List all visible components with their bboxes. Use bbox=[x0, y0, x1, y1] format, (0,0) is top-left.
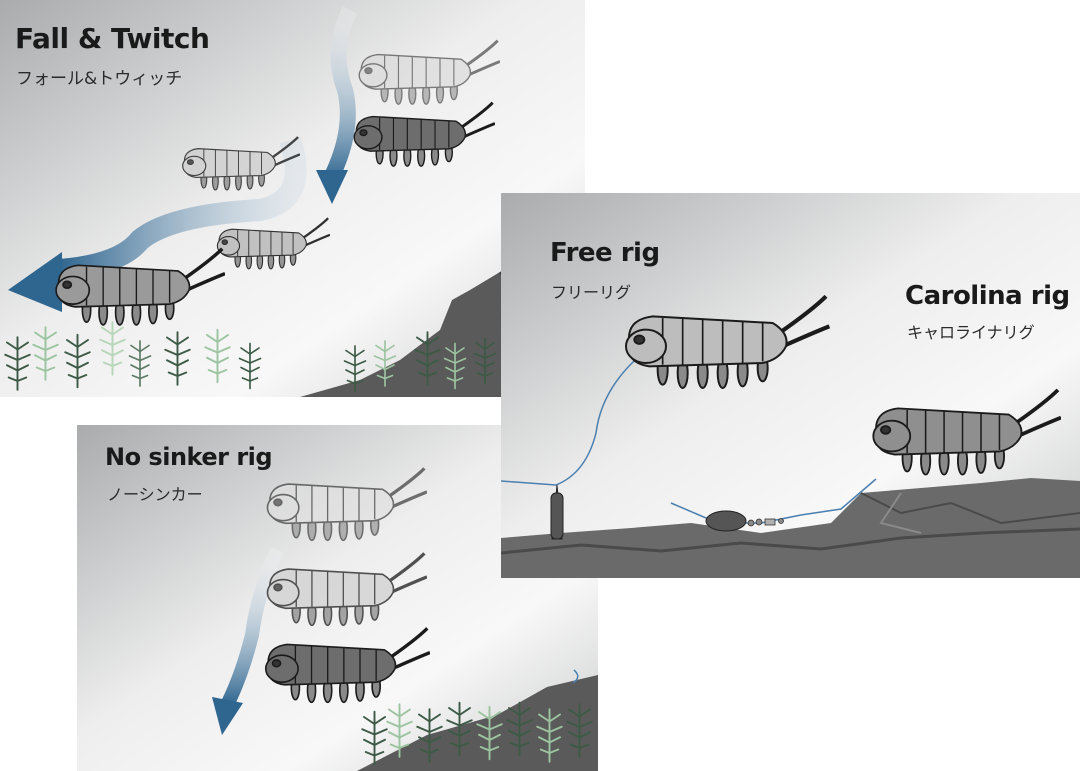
fall-twitch-illustration bbox=[0, 0, 585, 397]
rig-panel: Free rig フリーリグ Carolina rig キャロライナリグ bbox=[501, 193, 1080, 578]
no-sinker-rig-title: No sinker rig bbox=[105, 443, 273, 471]
carolina-rig-subtitle: キャロライナリグ bbox=[907, 323, 1035, 342]
fall-twitch-title: Fall & Twitch bbox=[15, 22, 210, 55]
fall-twitch-subtitle: フォール&トウィッチ bbox=[16, 69, 183, 89]
carolina-rig-title: Carolina rig bbox=[905, 281, 1070, 311]
free-rig-title: Free rig bbox=[550, 238, 660, 268]
fall-twitch-panel: Fall & Twitch フォール&トウィッチ bbox=[0, 0, 585, 397]
no-sinker-rig-subtitle: ノーシンカー bbox=[107, 485, 203, 504]
arrow-icon bbox=[8, 6, 358, 312]
rock-icon bbox=[501, 478, 1080, 578]
rig-illustration bbox=[501, 193, 1080, 578]
rock-icon bbox=[357, 675, 598, 771]
sinker-icon bbox=[705, 510, 747, 532]
arrow-icon bbox=[212, 547, 284, 735]
free-rig-subtitle: フリーリグ bbox=[551, 283, 632, 302]
